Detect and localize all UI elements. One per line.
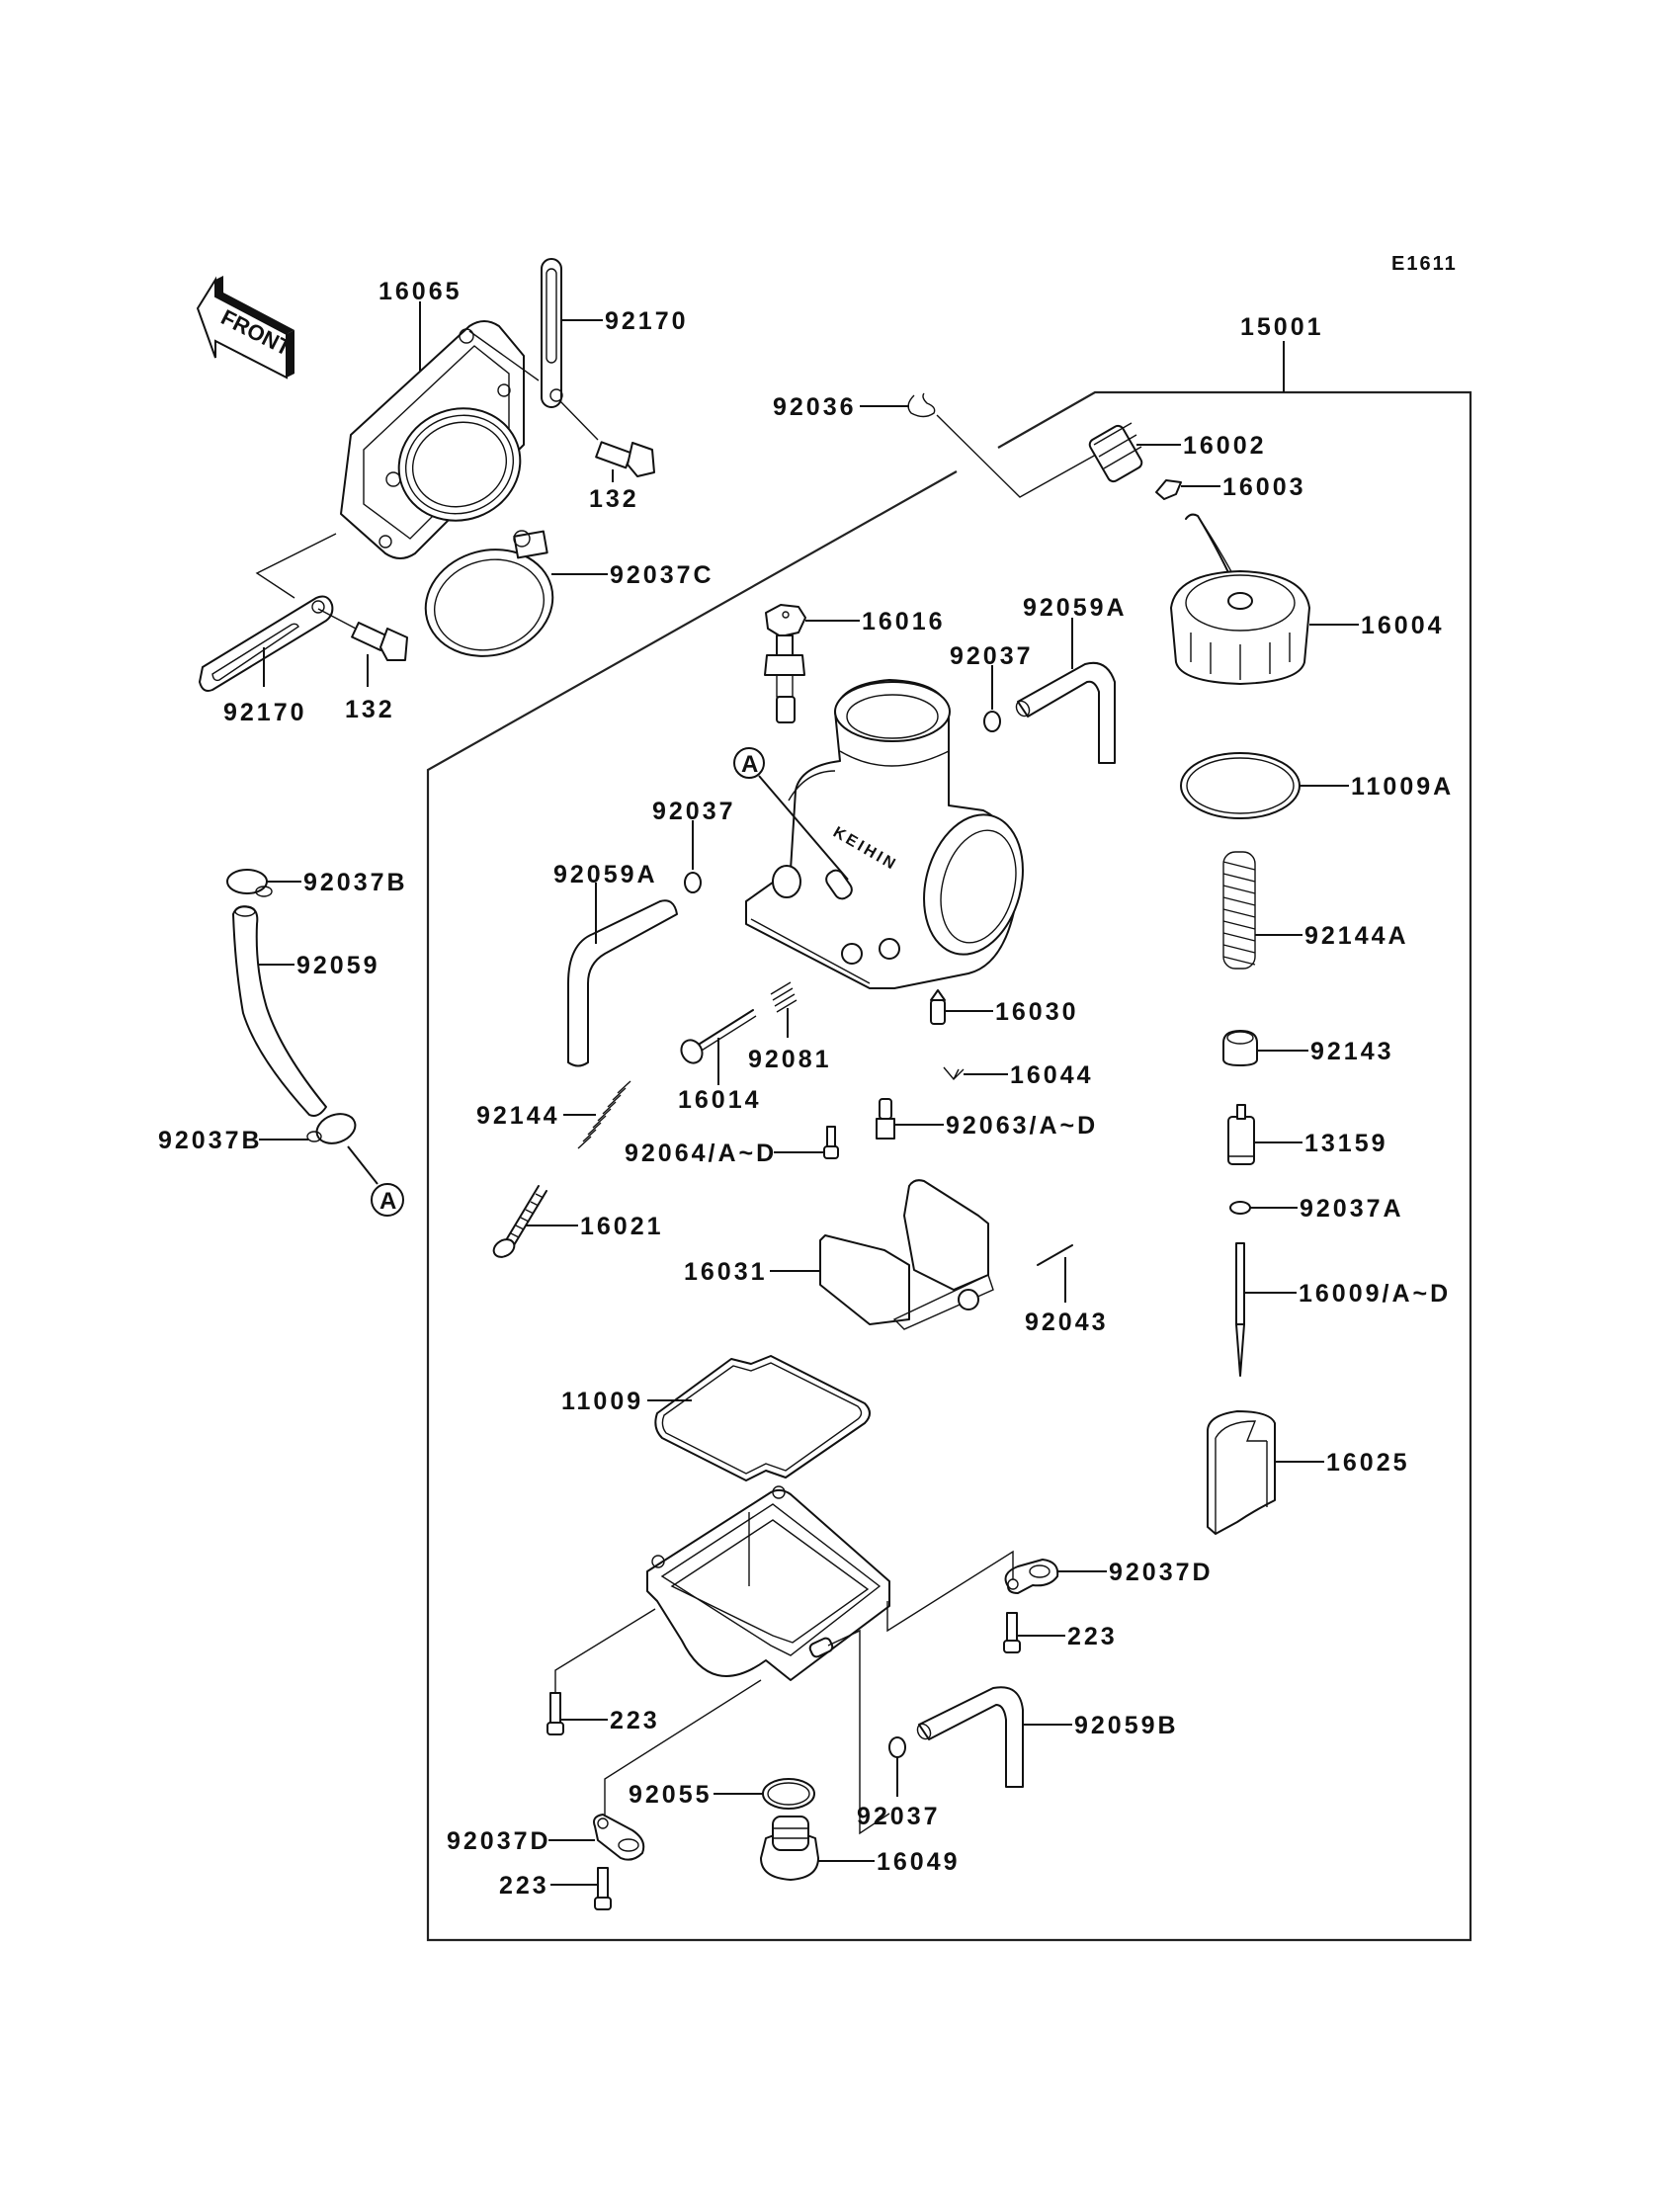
part-92037-clip-bottom	[888, 1736, 906, 1758]
part-92037-clip-top	[983, 711, 1001, 732]
part-92037d-bracket-left	[593, 1814, 645, 1861]
part-16014-pilot-screw	[680, 1009, 757, 1064]
part-16021-screw	[492, 1185, 547, 1258]
part-92037c-hose-clamp	[424, 530, 554, 657]
part-label-92037-bottom: 92037	[857, 1803, 941, 1830]
part-label-92059a-top: 92059A	[1023, 594, 1128, 622]
part-92143-holder	[1222, 1030, 1258, 1066]
part-92055-o-ring	[762, 1778, 815, 1810]
part-label-16031: 16031	[684, 1258, 768, 1286]
part-92037b-clip-bottom	[306, 1113, 357, 1144]
part-label-223-bottom: 223	[499, 1872, 549, 1900]
part-92170-bracket-bottom	[199, 595, 334, 692]
figure-code: E1611	[1391, 253, 1458, 275]
part-label-92037a: 92037A	[1300, 1195, 1404, 1223]
part-label-16065: 16065	[378, 278, 462, 305]
part-label-92144: 92144	[476, 1102, 560, 1130]
part-label-13159: 13159	[1304, 1130, 1388, 1157]
part-label-11009: 11009	[561, 1388, 643, 1415]
part-92037-clip-mid	[684, 872, 702, 893]
part-16002-adjuster	[1088, 422, 1143, 483]
part-92170-bracket-top	[541, 258, 563, 408]
part-92059a-hose-top	[1015, 661, 1116, 764]
part-92043-pin	[1037, 1244, 1073, 1266]
part-label-92081: 92081	[748, 1046, 832, 1073]
callout-a-hose-label: A	[379, 1188, 396, 1215]
part-label-92064: 92064/A~D	[625, 1140, 777, 1167]
part-92144-spring	[577, 1080, 631, 1149]
part-label-16014: 16014	[678, 1086, 762, 1114]
part-label-11009a: 11009A	[1351, 773, 1454, 801]
assembly-label-15001: 15001	[1240, 313, 1324, 341]
part-132-bolt-top	[595, 441, 655, 477]
part-label-92059a-mid: 92059A	[553, 861, 658, 888]
part-label-92037d-right: 92037D	[1109, 1559, 1214, 1586]
part-label-223-left: 223	[610, 1707, 660, 1734]
part-92059a-hose-mid	[567, 899, 678, 1067]
part-132-bolt-bottom	[351, 621, 408, 661]
part-223-screw-right	[1003, 1612, 1021, 1653]
part-label-92059: 92059	[296, 952, 380, 979]
part-16009-jet-needle	[1235, 1242, 1245, 1377]
part-label-92037-mid: 92037	[652, 798, 736, 825]
part-16031-float	[819, 1179, 994, 1330]
part-label-92059b: 92059B	[1074, 1712, 1179, 1739]
part-label-16016: 16016	[862, 608, 946, 635]
part-label-223-right: 223	[1067, 1623, 1118, 1650]
callout-a-label: A	[741, 751, 758, 778]
part-92059-fuel-hose	[232, 905, 327, 1117]
part-label-92170-top: 92170	[605, 307, 689, 335]
front-arrow-icon: FRONT	[196, 276, 295, 380]
part-92064-pilot-jet	[823, 1126, 839, 1159]
part-label-16025: 16025	[1326, 1449, 1410, 1477]
part-16003-nut	[1155, 479, 1182, 500]
part-label-92037b-bottom: 92037B	[158, 1127, 263, 1154]
part-label-92170-bottom: 92170	[223, 699, 307, 726]
part-label-16002: 16002	[1183, 432, 1267, 460]
part-carburetor-body: KEIHIN	[745, 679, 1024, 989]
part-label-92144a: 92144A	[1304, 922, 1409, 950]
part-16044-clip	[943, 1066, 965, 1081]
part-label-92036: 92036	[773, 393, 857, 421]
part-label-92037-top: 92037	[950, 642, 1034, 670]
part-label-92063: 92063/A~D	[946, 1112, 1098, 1140]
part-16049-drain-plug	[760, 1816, 819, 1881]
part-label-16009: 16009/A~D	[1299, 1280, 1451, 1308]
part-float-bowl	[646, 1485, 890, 1681]
part-label-92055: 92055	[629, 1781, 713, 1809]
part-label-16003: 16003	[1222, 473, 1306, 501]
part-label-132-top: 132	[589, 485, 639, 513]
part-13159-holder	[1227, 1104, 1255, 1165]
part-label-132-bottom: 132	[345, 696, 395, 723]
part-11009-float-bowl-gasket	[654, 1355, 871, 1481]
part-label-92143: 92143	[1310, 1038, 1394, 1065]
part-label-16021: 16021	[580, 1213, 664, 1240]
part-11009a-o-ring	[1180, 752, 1301, 819]
callout-a-carburetor[interactable]: A	[733, 747, 849, 881]
part-92037a-clip	[1229, 1201, 1251, 1215]
part-223-screw-bottom	[594, 1867, 612, 1910]
part-92059b-hose	[916, 1686, 1024, 1788]
part-92063-main-jet	[876, 1098, 895, 1140]
part-16025-throttle-valve	[1207, 1410, 1276, 1535]
part-92037b-clip-top	[226, 869, 273, 897]
callout-a-hose[interactable]: A	[347, 1145, 404, 1217]
part-92081-spring	[770, 981, 798, 1013]
part-label-92037c: 92037C	[610, 561, 714, 589]
assembly-frame	[426, 341, 1472, 1942]
part-label-92043: 92043	[1025, 1309, 1109, 1336]
part-label-16049: 16049	[877, 1848, 961, 1876]
part-label-92037d-left: 92037D	[447, 1827, 551, 1855]
part-label-92037b-top: 92037B	[303, 869, 408, 896]
part-label-16044: 16044	[1010, 1061, 1094, 1089]
part-label-16030: 16030	[995, 998, 1079, 1026]
part-16004-top-cap	[1170, 513, 1310, 685]
part-223-screw-left	[546, 1692, 564, 1735]
part-92144a-throttle-spring	[1222, 851, 1256, 970]
part-92036-clip	[907, 392, 936, 418]
part-16030-jet	[930, 989, 946, 1025]
part-label-16004: 16004	[1361, 612, 1445, 639]
part-16016-starter-plunger	[764, 604, 806, 723]
part-16065-intake-boot	[340, 320, 525, 559]
